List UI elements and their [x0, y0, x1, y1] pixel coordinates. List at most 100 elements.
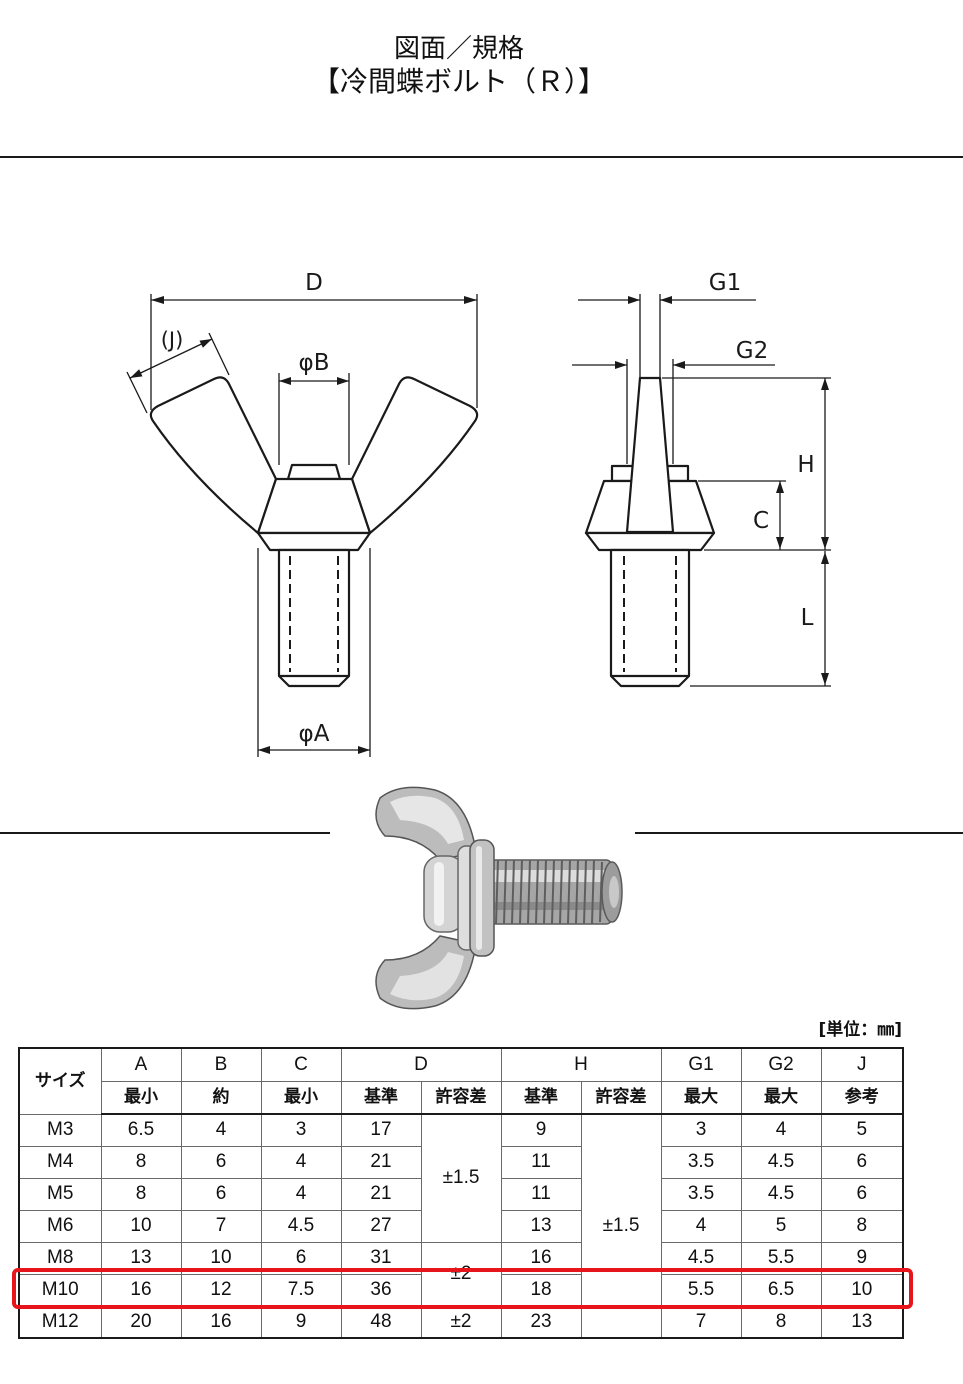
cell-size: M12: [18, 1305, 102, 1339]
header-g1: G1: [660, 1047, 742, 1082]
header-d: D: [340, 1047, 502, 1082]
header-j: J: [820, 1047, 904, 1082]
header-g2: G2: [740, 1047, 822, 1082]
dimension-label-phi-a: φA: [299, 721, 330, 747]
dimension-label-g2: G2: [736, 338, 768, 364]
cell-d-std: 21: [340, 1177, 422, 1211]
cell-size: M3: [18, 1113, 102, 1147]
dimension-label-d: D: [305, 270, 323, 296]
hub: [256, 477, 372, 535]
subheader-j: 参考: [820, 1080, 904, 1115]
left-wing: [149, 376, 278, 535]
bolt-shank: [489, 859, 623, 925]
header-b: B: [180, 1047, 262, 1082]
cell-h-std: 11: [500, 1145, 582, 1179]
side-collar: [584, 531, 716, 552]
divider-photo-right: [635, 832, 963, 834]
cell-j: 6: [820, 1145, 904, 1179]
cell-b: 7: [180, 1209, 262, 1243]
cell-b: 6: [180, 1145, 262, 1179]
dimension-label-j: (J): [161, 328, 184, 352]
subheader-d-std: 基準: [340, 1080, 422, 1115]
cell-d-std: 27: [340, 1209, 422, 1243]
table-subheader-row: 最小 約 最小 基準 許容差 基準 許容差 最大 最大 参考: [19, 1080, 904, 1115]
cell-d-std: 48: [340, 1305, 422, 1339]
cell-g1: 3.5: [660, 1145, 742, 1179]
bolt-hub: [423, 839, 495, 957]
cell-a: 10: [100, 1209, 182, 1243]
cell-j: 10: [820, 1273, 904, 1307]
cell-b: 4: [180, 1113, 262, 1147]
dimension-g1: G1: [578, 270, 756, 378]
hub-nub: [286, 463, 342, 481]
subheader-g2: 最大: [740, 1080, 822, 1115]
cell-c: 3: [260, 1113, 342, 1147]
side-shank: [609, 548, 691, 688]
cell-j: 6: [820, 1177, 904, 1211]
dimension-d: D: [150, 270, 478, 410]
dimension-label-c: C: [753, 508, 769, 534]
unit-label: [単位：㎜]: [818, 1020, 902, 1040]
cell-h-std: 11: [500, 1177, 582, 1211]
cell-h-tolerance: ±1.5: [580, 1113, 662, 1339]
cell-g1: 3.5: [660, 1177, 742, 1211]
collar: [256, 531, 372, 552]
page-title-sub: 図面／規格: [393, 34, 524, 64]
subheader-h-tol: 許容差: [580, 1080, 662, 1115]
cell-size: M5: [18, 1177, 102, 1211]
spec-table: サイズ A B C D H G1 G2 J 最小 約 最小 基準 許容差 基準 …: [18, 1047, 905, 1339]
table-row: M3 6.5 4 3 17 ±1.5 9 ±1.5 3 4 5: [18, 1113, 904, 1339]
dimension-label-l: L: [801, 605, 814, 631]
cell-g1: 3: [660, 1113, 742, 1147]
cell-d-std: 17: [340, 1113, 422, 1147]
cell-j: 5: [820, 1113, 904, 1147]
cell-b: 16: [180, 1305, 262, 1339]
subheader-g1: 最大: [660, 1080, 742, 1115]
cell-d-tolerance: ±2: [420, 1305, 502, 1339]
cell-g2: 8: [740, 1305, 822, 1339]
subheader-d-tol: 許容差: [420, 1080, 502, 1115]
highlight-box-m10: [12, 1268, 913, 1309]
cell-a: 20: [100, 1305, 182, 1339]
cell-g2: 4.5: [740, 1145, 822, 1179]
front-view: D (J) φB: [126, 270, 479, 757]
cell-size: M6: [18, 1209, 102, 1243]
dimension-l: L: [690, 551, 831, 687]
header-h: H: [500, 1047, 662, 1082]
cell-b: 6: [180, 1177, 262, 1211]
dimension-j: (J): [126, 328, 230, 414]
cell-g2: 4.5: [740, 1177, 822, 1211]
cell-size: M4: [18, 1145, 102, 1179]
side-view: G1 G2 H: [572, 270, 831, 688]
cell-c: 4: [260, 1145, 342, 1179]
product-photo: [375, 786, 623, 1010]
divider-top: [0, 156, 963, 158]
cell-size: M10: [18, 1273, 102, 1307]
table-row: M4 8 6 4 21 11 3.5 4.5 6: [18, 1145, 904, 1179]
cell-c: 4: [260, 1177, 342, 1211]
right-wing: [350, 376, 479, 535]
subheader-a: 最小: [100, 1080, 182, 1115]
cell-a: 6.5: [100, 1113, 182, 1147]
table-header-row: サイズ A B C D H G1 G2 J: [18, 1047, 904, 1115]
cell-d-tolerance: ±1.5: [420, 1113, 502, 1243]
cell-c: 7.5: [260, 1273, 342, 1307]
dimension-label-h: H: [797, 452, 814, 478]
header-a: A: [100, 1047, 182, 1082]
subheader-b: 約: [180, 1080, 262, 1115]
cell-g1: 7: [660, 1305, 742, 1339]
dimension-g2: G2: [572, 338, 775, 464]
cell-g1: 4: [660, 1209, 742, 1243]
cell-a: 8: [100, 1145, 182, 1179]
cell-g2: 4: [740, 1113, 822, 1147]
cell-j: 13: [820, 1305, 904, 1339]
divider-photo-left: [0, 832, 330, 834]
cell-g2: 6.5: [740, 1273, 822, 1307]
dimension-label-g1: G1: [709, 270, 741, 296]
dimension-phi-a: φA: [257, 548, 371, 757]
subheader-h-std: 基準: [500, 1080, 582, 1115]
page-title: 【冷間蝶ボルト（Ｒ）】: [311, 65, 606, 98]
header-size: サイズ: [18, 1047, 102, 1115]
cell-c: 9: [260, 1305, 342, 1339]
cell-h-std: 23: [500, 1305, 582, 1339]
